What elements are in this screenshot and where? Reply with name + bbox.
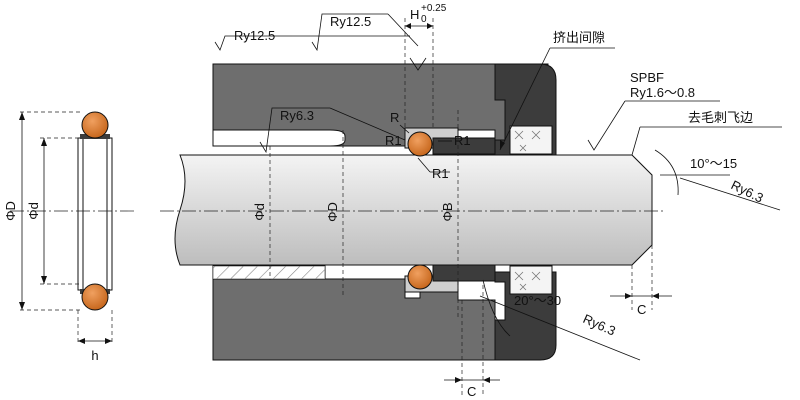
od-arrow-bottom bbox=[19, 302, 25, 310]
wiper-upper bbox=[509, 125, 553, 155]
od-arrow-top bbox=[19, 112, 25, 120]
housing-c-arrow-r bbox=[483, 377, 490, 383]
ring-id-label: Φd bbox=[26, 202, 41, 220]
rod-chamfer-arc bbox=[654, 149, 679, 196]
id-arrow-top bbox=[41, 138, 47, 146]
ring-width-label: h bbox=[91, 348, 98, 363]
radius-r-leader bbox=[399, 124, 410, 134]
ring-od-label: ΦD bbox=[3, 201, 18, 221]
note-spbf: SPBF bbox=[630, 70, 664, 85]
section-view: Φd ΦD ΦB H +0.25 0 Ry12.5 Ry12.5 Ry6.3 bbox=[160, 3, 782, 399]
extrusion-gap-leader bbox=[499, 47, 551, 151]
radius-r1-right-label: R1 bbox=[454, 133, 471, 148]
radius-r1-bottom-leader bbox=[417, 157, 431, 173]
note-extrusion-gap: 挤出间隙 bbox=[553, 30, 605, 45]
backup-ring-lower bbox=[432, 264, 496, 282]
groove-diameter-label: ΦD bbox=[325, 202, 340, 222]
radius-r-label: R bbox=[390, 110, 399, 125]
groove-width-symbol: H bbox=[410, 7, 419, 22]
wiper-lower bbox=[509, 265, 553, 295]
oring-top-section bbox=[81, 111, 109, 139]
h-arrow-left bbox=[78, 338, 85, 344]
rod-chamfer-length: C bbox=[637, 302, 646, 317]
radius-r1-left-label: R1 bbox=[385, 133, 402, 148]
h-arrow-r bbox=[427, 23, 433, 29]
roughness-rod-chamfer-text: Ry6.3 bbox=[729, 177, 766, 205]
housing-slot-upper bbox=[212, 129, 346, 147]
guide-bushing-hatch bbox=[212, 265, 326, 280]
deburr-leader bbox=[631, 126, 641, 156]
entry-chamfer-arc bbox=[482, 279, 511, 337]
id-arrow-bottom bbox=[41, 276, 47, 284]
roughness-top-left: Ry12.5 bbox=[214, 28, 292, 51]
guide-bushing-bg bbox=[213, 266, 325, 279]
oring-section-lower bbox=[407, 264, 433, 290]
groove-width-tol-lower: 0 bbox=[421, 14, 427, 25]
roughness-groove: Ry6.3 bbox=[259, 107, 406, 154]
ring-body bbox=[77, 137, 113, 291]
h-arrow-right bbox=[105, 338, 112, 344]
roughness-chamfer-bottom-text: Ry6.3 bbox=[581, 311, 618, 339]
groove-width-tol-upper: +0.25 bbox=[421, 3, 447, 14]
ring-view: ΦD Φd h bbox=[3, 111, 135, 363]
roughness-rod-text: Ry1.6～0.8 bbox=[630, 85, 695, 100]
roughness-top-mid: Ry12.5 bbox=[311, 13, 388, 52]
roughness-leader-top bbox=[387, 13, 419, 47]
h-arrow-l bbox=[405, 23, 411, 29]
housing-chamfer-length: C bbox=[467, 384, 476, 399]
piston-rod bbox=[174, 154, 653, 266]
roughness-top-mid-text: Ry12.5 bbox=[330, 14, 371, 29]
roughness-rod-chamfer: Ry6.3 bbox=[679, 177, 781, 211]
backup-ring-upper bbox=[432, 137, 496, 155]
rod-c-arrow-r bbox=[652, 293, 659, 299]
entry-chamfer-angle: 20°～30 bbox=[514, 293, 561, 308]
rod-c-arrow-l bbox=[625, 293, 632, 299]
oring-bottom-section bbox=[81, 283, 109, 311]
oring-section-upper bbox=[407, 131, 433, 157]
rod-roughness-leader bbox=[587, 100, 626, 151]
roughness-groove-text: Ry6.3 bbox=[280, 108, 314, 123]
extrusion-gap-arrow bbox=[500, 140, 505, 150]
radius-r1-bottom-label: R1 bbox=[432, 166, 449, 181]
bore-diameter-label: ΦB bbox=[440, 202, 455, 221]
rod-diameter-label: Φd bbox=[252, 203, 267, 221]
rod-chamfer-angle: 10°～15 bbox=[690, 156, 737, 171]
roughness-top-left-text: Ry12.5 bbox=[234, 28, 275, 43]
groove-chamfer-mark bbox=[409, 57, 427, 71]
housing-c-arrow-l bbox=[455, 377, 462, 383]
note-deburr: 去毛刺飞边 bbox=[688, 110, 753, 125]
